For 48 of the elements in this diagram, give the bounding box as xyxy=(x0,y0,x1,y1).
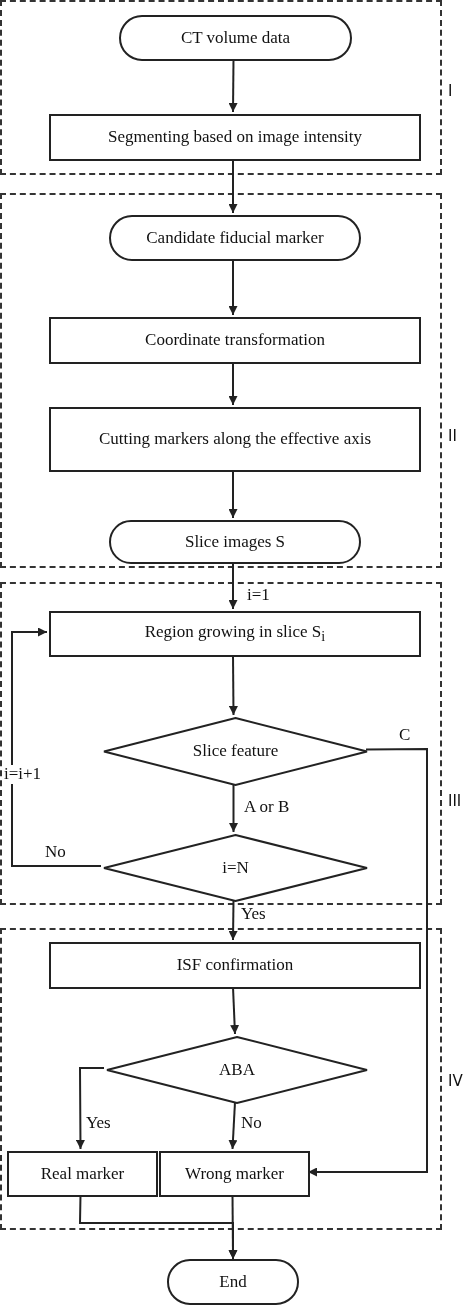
node-label: Slice images S xyxy=(183,531,287,553)
process-box xyxy=(49,611,421,657)
terminal-node xyxy=(167,1259,299,1305)
decision-diamond xyxy=(103,834,368,902)
stage-numeral: I xyxy=(448,82,453,100)
arrow xyxy=(230,986,240,1035)
process-box xyxy=(49,317,421,364)
node-label: Slice feature xyxy=(191,741,280,762)
process-box xyxy=(49,407,421,472)
process-box xyxy=(7,1151,158,1197)
node-label: Wrong marker xyxy=(184,1163,285,1185)
node-label: CT volume data xyxy=(179,27,292,49)
arrow xyxy=(228,158,238,214)
terminal-node xyxy=(119,15,352,61)
stage-numeral: IV xyxy=(448,1072,463,1090)
terminal-node xyxy=(109,215,361,261)
arrow xyxy=(228,899,238,941)
loop-label: i=i+1 xyxy=(3,765,43,784)
arrow xyxy=(228,1101,238,1150)
node-label: i=N xyxy=(221,857,250,879)
arrow xyxy=(307,748,428,1177)
node-label: Cutting markers along the effective axis xyxy=(97,429,373,450)
arrow xyxy=(228,58,238,113)
stage-numeral: III xyxy=(448,792,462,810)
process-box xyxy=(159,1151,310,1197)
node-label: ISF confirmation xyxy=(175,955,295,976)
decision-diamond xyxy=(106,1036,368,1104)
process-box xyxy=(49,114,421,161)
arrow xyxy=(228,654,238,716)
arrow xyxy=(228,1194,238,1260)
decision-diamond xyxy=(103,717,368,786)
arrow xyxy=(229,783,238,833)
node-label: Coordinate transformation xyxy=(144,330,326,351)
node-label: ABA xyxy=(218,1059,256,1081)
node-label: Segmenting based on image intensity xyxy=(107,127,363,148)
arrow xyxy=(228,561,238,610)
node-label: Candidate fiducial marker xyxy=(145,227,325,249)
arrow xyxy=(75,1067,105,1150)
node-label: End xyxy=(218,1271,248,1293)
arrow xyxy=(228,469,238,519)
arrow xyxy=(11,627,102,867)
arrow xyxy=(228,258,238,316)
process-box xyxy=(49,942,421,989)
node-label: Region growing in slice S$_{i}$ xyxy=(143,622,327,646)
stage-numeral: II xyxy=(448,427,457,445)
terminal-node xyxy=(109,520,361,564)
node-label: Real marker xyxy=(39,1163,126,1185)
arrow xyxy=(228,361,238,406)
